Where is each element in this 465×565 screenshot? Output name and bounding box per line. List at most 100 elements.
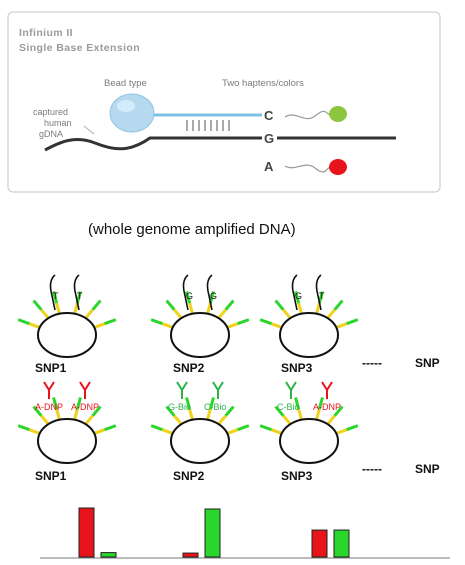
hybridized-strand (291, 274, 298, 311)
base-g: G (264, 131, 274, 146)
bar-snp1-series2 (100, 552, 117, 558)
row2-trailing-snp: SNP (415, 462, 440, 476)
gdna-label-line1: captured (33, 107, 68, 117)
probe-tip (91, 299, 102, 311)
row1-snp3-label: SNP3 (281, 361, 313, 375)
antibody-icon (43, 381, 55, 399)
bead-circle (37, 312, 97, 358)
panel-frame (7, 11, 441, 193)
signal-bar-chart (40, 507, 450, 559)
hybridized-strand (206, 274, 213, 311)
antibody-icon (285, 381, 297, 399)
bead-circle (279, 418, 339, 464)
probe-tip (185, 397, 192, 410)
probe-tip (237, 424, 250, 432)
row2-bead-3: C-Bio A-DNP (259, 381, 359, 464)
bar-snp2-series2 (204, 508, 221, 558)
antibody-label: C-Bio (204, 402, 227, 412)
row2-bead-2: G-Bio C-Bio (150, 381, 250, 464)
probe-tip (52, 397, 59, 410)
bead (109, 93, 155, 133)
antibody-icon (212, 381, 224, 399)
red-dye (329, 159, 347, 175)
row1-snp1-label: SNP1 (35, 361, 67, 375)
probe-tip (17, 318, 30, 326)
probe-tip (150, 424, 163, 432)
probe-tip (259, 318, 272, 326)
panel-title-line2: Single Base Extension (19, 42, 140, 54)
bar-snp3-series1 (311, 529, 328, 558)
probe-tip (333, 405, 344, 417)
probe-tip (104, 424, 117, 432)
nucleotide-label: G (210, 291, 217, 301)
haptens-label: Two haptens/colors (222, 78, 304, 89)
nucleotide-label: G (186, 291, 193, 301)
hybridized-strand (315, 274, 322, 311)
probe-tip (317, 397, 324, 410)
probe-tip (104, 318, 117, 326)
probe-tip (52, 291, 59, 304)
probe-tip (346, 424, 359, 432)
infinium-panel: Infinium II Single Base Extension Bead t… (7, 11, 441, 193)
hybridized-strand (49, 274, 56, 311)
probe-tip (165, 405, 176, 417)
probe-tip (185, 291, 192, 304)
bead-circle (37, 418, 97, 464)
nucleotide-label: T (319, 291, 325, 301)
antibody-icon (79, 381, 91, 399)
hybridization-bars (186, 120, 230, 131)
bead-type-label: Bead type (104, 78, 147, 89)
row2-beads: A-DNP A-DNP G-Bio C-Bio C-Bio A-DNP (17, 381, 359, 464)
gdna-label-line2: human (44, 118, 72, 128)
green-dye (329, 106, 347, 122)
antibody-label: A-DNP (313, 402, 341, 412)
row1-snp2-label: SNP2 (173, 361, 205, 375)
probe-tip (208, 397, 215, 410)
row2-snp2-label: SNP2 (173, 469, 205, 483)
probe-tip (274, 405, 285, 417)
bar-snp3-series2 (333, 529, 350, 558)
row1-trailing-snp: SNP (415, 356, 440, 370)
row2-snp1-label: SNP1 (35, 469, 67, 483)
gdna-strand (44, 136, 262, 152)
probe-tip (294, 397, 301, 410)
gdna-label-line3: gDNA (39, 129, 63, 139)
caption: (whole genome amplified DNA) (88, 221, 296, 238)
probe-tip (32, 299, 43, 311)
bead-circle (279, 312, 339, 358)
probe-tip (150, 318, 163, 326)
hapten-linker-green (284, 110, 331, 120)
probe-tip (237, 318, 250, 326)
row2-ellipsis: ----- (362, 462, 382, 476)
probe-tip (32, 405, 43, 417)
base-c: C (264, 108, 274, 123)
row1-ellipsis: ----- (362, 356, 382, 370)
hybridized-strand (73, 274, 80, 311)
hybridized-strand (182, 274, 189, 311)
bead-circle (170, 312, 230, 358)
gdna-pointer-arrow (83, 125, 95, 135)
nucleotide-label: T (53, 291, 59, 301)
bead-circle (170, 418, 230, 464)
bar-snp1-series1 (78, 507, 95, 558)
antibody-label: G-Bio (168, 402, 191, 412)
antibody-label: A-DNP (35, 402, 63, 412)
bead-highlight (117, 100, 135, 112)
probe-tip (91, 405, 102, 417)
antibody-label: C-Bio (277, 402, 300, 412)
base-a: A (264, 159, 274, 174)
row2-bead-1: A-DNP A-DNP (17, 381, 117, 464)
probe-tip (224, 405, 235, 417)
probe-tip (165, 299, 176, 311)
probe-tip (294, 291, 301, 304)
nucleotide-label: T (77, 291, 83, 301)
antibody-label: A-DNP (71, 402, 99, 412)
hapten-linker-red (284, 164, 331, 173)
nucleotide-label: G (295, 291, 302, 301)
probe-tip (333, 299, 344, 311)
